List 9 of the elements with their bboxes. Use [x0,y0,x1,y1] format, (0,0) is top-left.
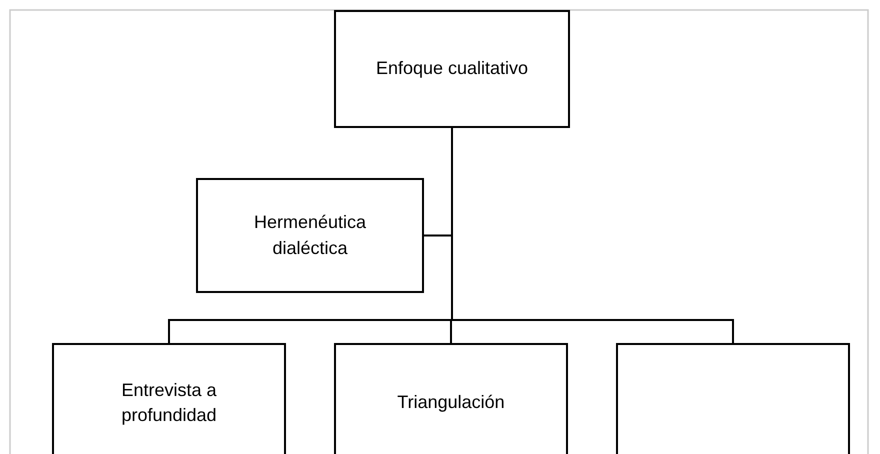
box-label: Enfoque cualitativo [374,57,530,80]
box-label: Entrevista a profundidad [120,378,218,427]
process-box [334,10,570,128]
process-box [52,343,286,454]
empty-box [616,343,850,454]
process-box [334,343,568,454]
process-box [196,178,424,293]
box-label: Hermenéutica dialéctica [252,211,368,260]
box-label: Triangulación [396,391,506,414]
